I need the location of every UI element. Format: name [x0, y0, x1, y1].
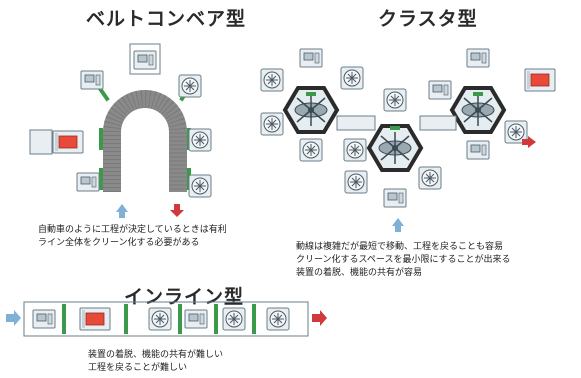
inline-device-heater-1	[79, 307, 111, 331]
inline-description: 装置の着脱、機能の共有が難しい 工程を戻ることが難しい	[88, 349, 223, 375]
cluster-device	[299, 48, 323, 68]
belt-device-right-2	[188, 174, 212, 198]
belt-device-right-1	[188, 128, 212, 152]
cluster-output-arrow	[522, 136, 536, 148]
cluster-link-2-3	[419, 115, 457, 131]
cluster-input-arrow	[392, 218, 404, 232]
inline-output-arrow	[312, 310, 327, 326]
belt-device-top	[133, 50, 157, 70]
belt-description: 自動車のように工程が決定しているときは有利 ライン全体をクリーン化する必要がある	[38, 224, 227, 250]
cluster-desc-line-2: クリーン化するスペースを最小限にすることが出来る	[296, 255, 511, 265]
cluster-desc-line-1: 動線は複雑だが最短で移動、工程を戻ることも容易	[296, 242, 504, 252]
inline-input-arrow	[6, 310, 21, 326]
cluster-diagram	[260, 48, 556, 232]
cluster-hub-2	[367, 124, 423, 172]
belt-conveyor-title: ベルトコンベア型	[86, 8, 247, 30]
belt-device-upper-left	[80, 70, 104, 90]
cluster-description: 動線は複雑だが最短で移動、工程を戻ることも容易 クリーン化するスペースを最小限に…	[296, 241, 511, 280]
inline-desc-line-2: 工程を戻ることが難しい	[88, 363, 188, 373]
belt-conveyor-diagram	[29, 43, 212, 218]
cluster-link-1-2	[336, 115, 376, 131]
belt-desc-line-1: 自動車のように工程が決定しているときは有利	[38, 225, 227, 235]
belt-input-arrow	[116, 204, 128, 218]
belt-device-upper-right	[178, 74, 202, 98]
belt-device-lower-left	[76, 172, 100, 192]
inline-desc-line-1: 装置の着脱、機能の共有が難しい	[88, 350, 224, 360]
inline-line-frame	[23, 301, 309, 337]
cluster-desc-line-3: 装置の着脱、機能の共有が容易	[296, 268, 423, 278]
inline-diagram	[6, 301, 327, 337]
belt-output-arrow	[170, 204, 184, 217]
belt-device-heater	[52, 130, 84, 154]
cluster-device-heater	[524, 68, 556, 92]
cluster-title: クラスタ型	[378, 8, 478, 30]
belt-desc-line-2: ライン全体をクリーン化する必要がある	[38, 238, 200, 248]
